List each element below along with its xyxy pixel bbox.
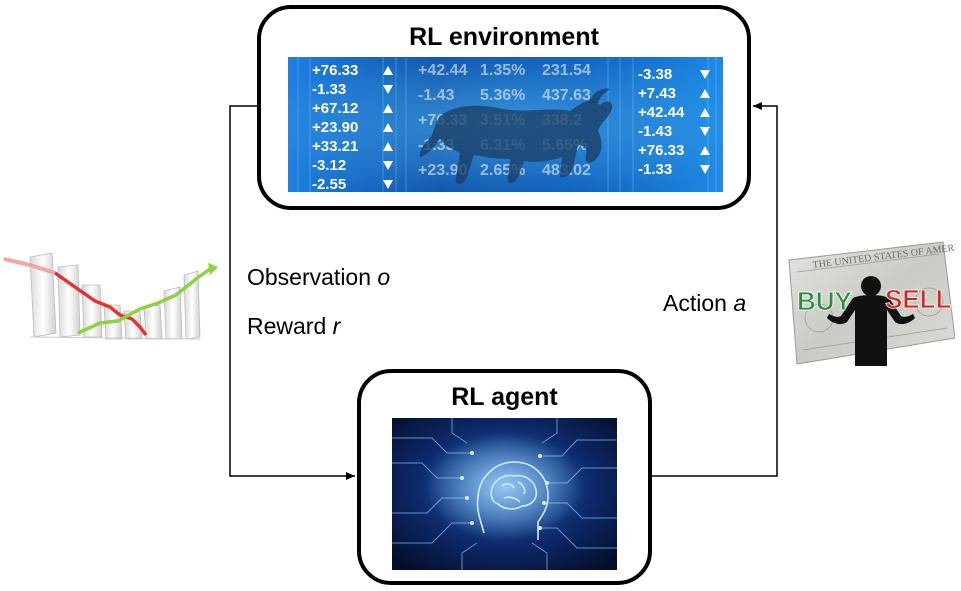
ticker-value: -1.33 [312,81,346,98]
down-arrow-icon [383,85,393,94]
down-arrow-icon [700,165,710,174]
ticker-value: -1.33 [638,161,672,178]
stock-chart-icon [0,245,222,345]
ticker-value: +42.44 [418,62,467,79]
ticker-value: 231.54 [542,62,591,79]
down-arrow-icon [383,161,393,170]
ticker-value: -3.12 [312,157,346,174]
up-arrow-icon [383,66,393,75]
observation-text: Observation [247,264,372,290]
observation-symbol: o [377,264,391,290]
ticker-value: 5.36% [480,87,525,104]
down-arrow-icon [383,180,393,189]
ticker-value: +7.43 [638,85,676,102]
up-arrow-icon [383,104,393,113]
action-label: Action a [663,290,746,317]
action-text: Action [663,290,727,316]
reward-label: Reward r [247,313,340,340]
action-symbol: a [733,290,747,316]
ticker-value: 437.63 [542,87,591,104]
rl-environment-title: RL environment [409,23,599,51]
ticker-value: +76.33 [312,62,358,79]
up-arrow-icon [383,123,393,132]
ai-brain-image [392,418,617,570]
ticker-value: -1.43 [418,87,455,104]
observation-arrow [229,105,355,480]
ticker-value: +23.90 [418,162,467,179]
reward-text: Reward [247,313,327,339]
ticker-value: +76.33 [638,142,684,159]
ticker-value: 1.35% [480,62,525,79]
ticker-value: +67.12 [312,100,358,117]
down-arrow-icon [700,127,710,136]
up-arrow-icon [700,108,710,117]
observation-label: Observation o [247,264,390,291]
stock-ticker-image: +76.33-1.33+67.12+23.90+33.21-3.12-2.55 … [288,57,723,192]
ticker-value: -1.43 [638,123,672,140]
up-arrow-icon [700,89,710,98]
ticker-value: +33.21 [312,138,358,155]
ticker-value: +42.44 [638,104,685,121]
down-arrow-icon [700,70,710,79]
buy-sell-icon: THE UNITED STATES OF AMERICA BUY SELL [783,238,961,366]
ticker-value: +23.90 [312,119,358,136]
sell-text: SELL [885,284,952,314]
buy-text: BUY [797,286,852,316]
reward-symbol: r [332,313,341,339]
up-arrow-icon [700,146,710,155]
bull-icon [419,88,613,185]
action-arrow [652,102,778,477]
rl-agent-title: RL agent [451,383,558,411]
ticker-value: -2.55 [312,176,346,192]
ticker-value: -3.38 [638,66,672,83]
up-arrow-icon [383,142,393,151]
